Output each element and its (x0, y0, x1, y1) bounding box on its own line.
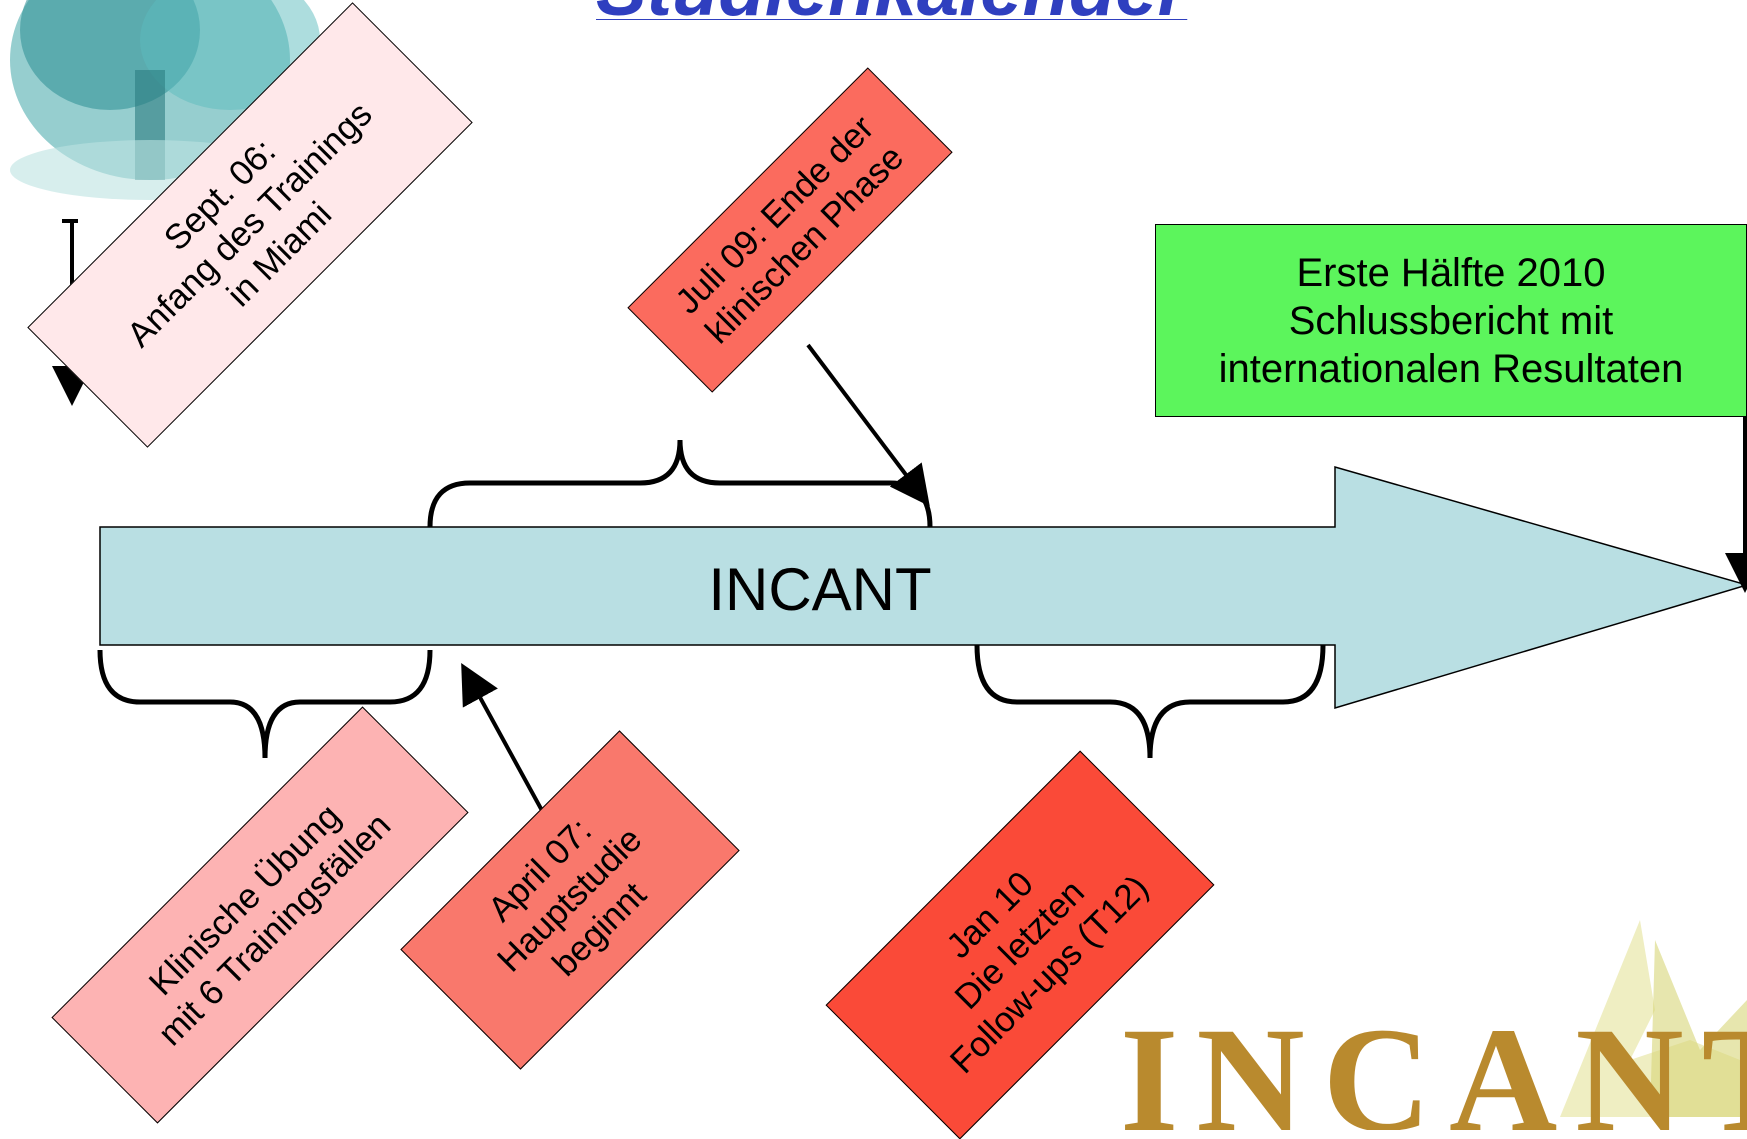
incant-main-arrow (99, 466, 1747, 710)
brace-bottom-left (97, 649, 433, 759)
brace-top (427, 439, 933, 528)
arrow-juli09 (806, 343, 930, 507)
milestone-erste-haelfte-2010-text: Erste Hälfte 2010 Schlussbericht mit int… (1218, 250, 1684, 391)
incant-logo: INCANT (1120, 1030, 1747, 1130)
milestone-erste-haelfte-2010: Erste Hälfte 2010 Schlussbericht mit int… (1155, 224, 1747, 417)
leaf-icon (1560, 920, 1747, 1117)
incant-label: INCANT (708, 556, 932, 623)
tree-icon (10, 0, 320, 200)
brace-bottom-right (974, 644, 1326, 759)
arrow-april07 (461, 662, 553, 828)
page-title: Studienkalender (596, 0, 1276, 20)
